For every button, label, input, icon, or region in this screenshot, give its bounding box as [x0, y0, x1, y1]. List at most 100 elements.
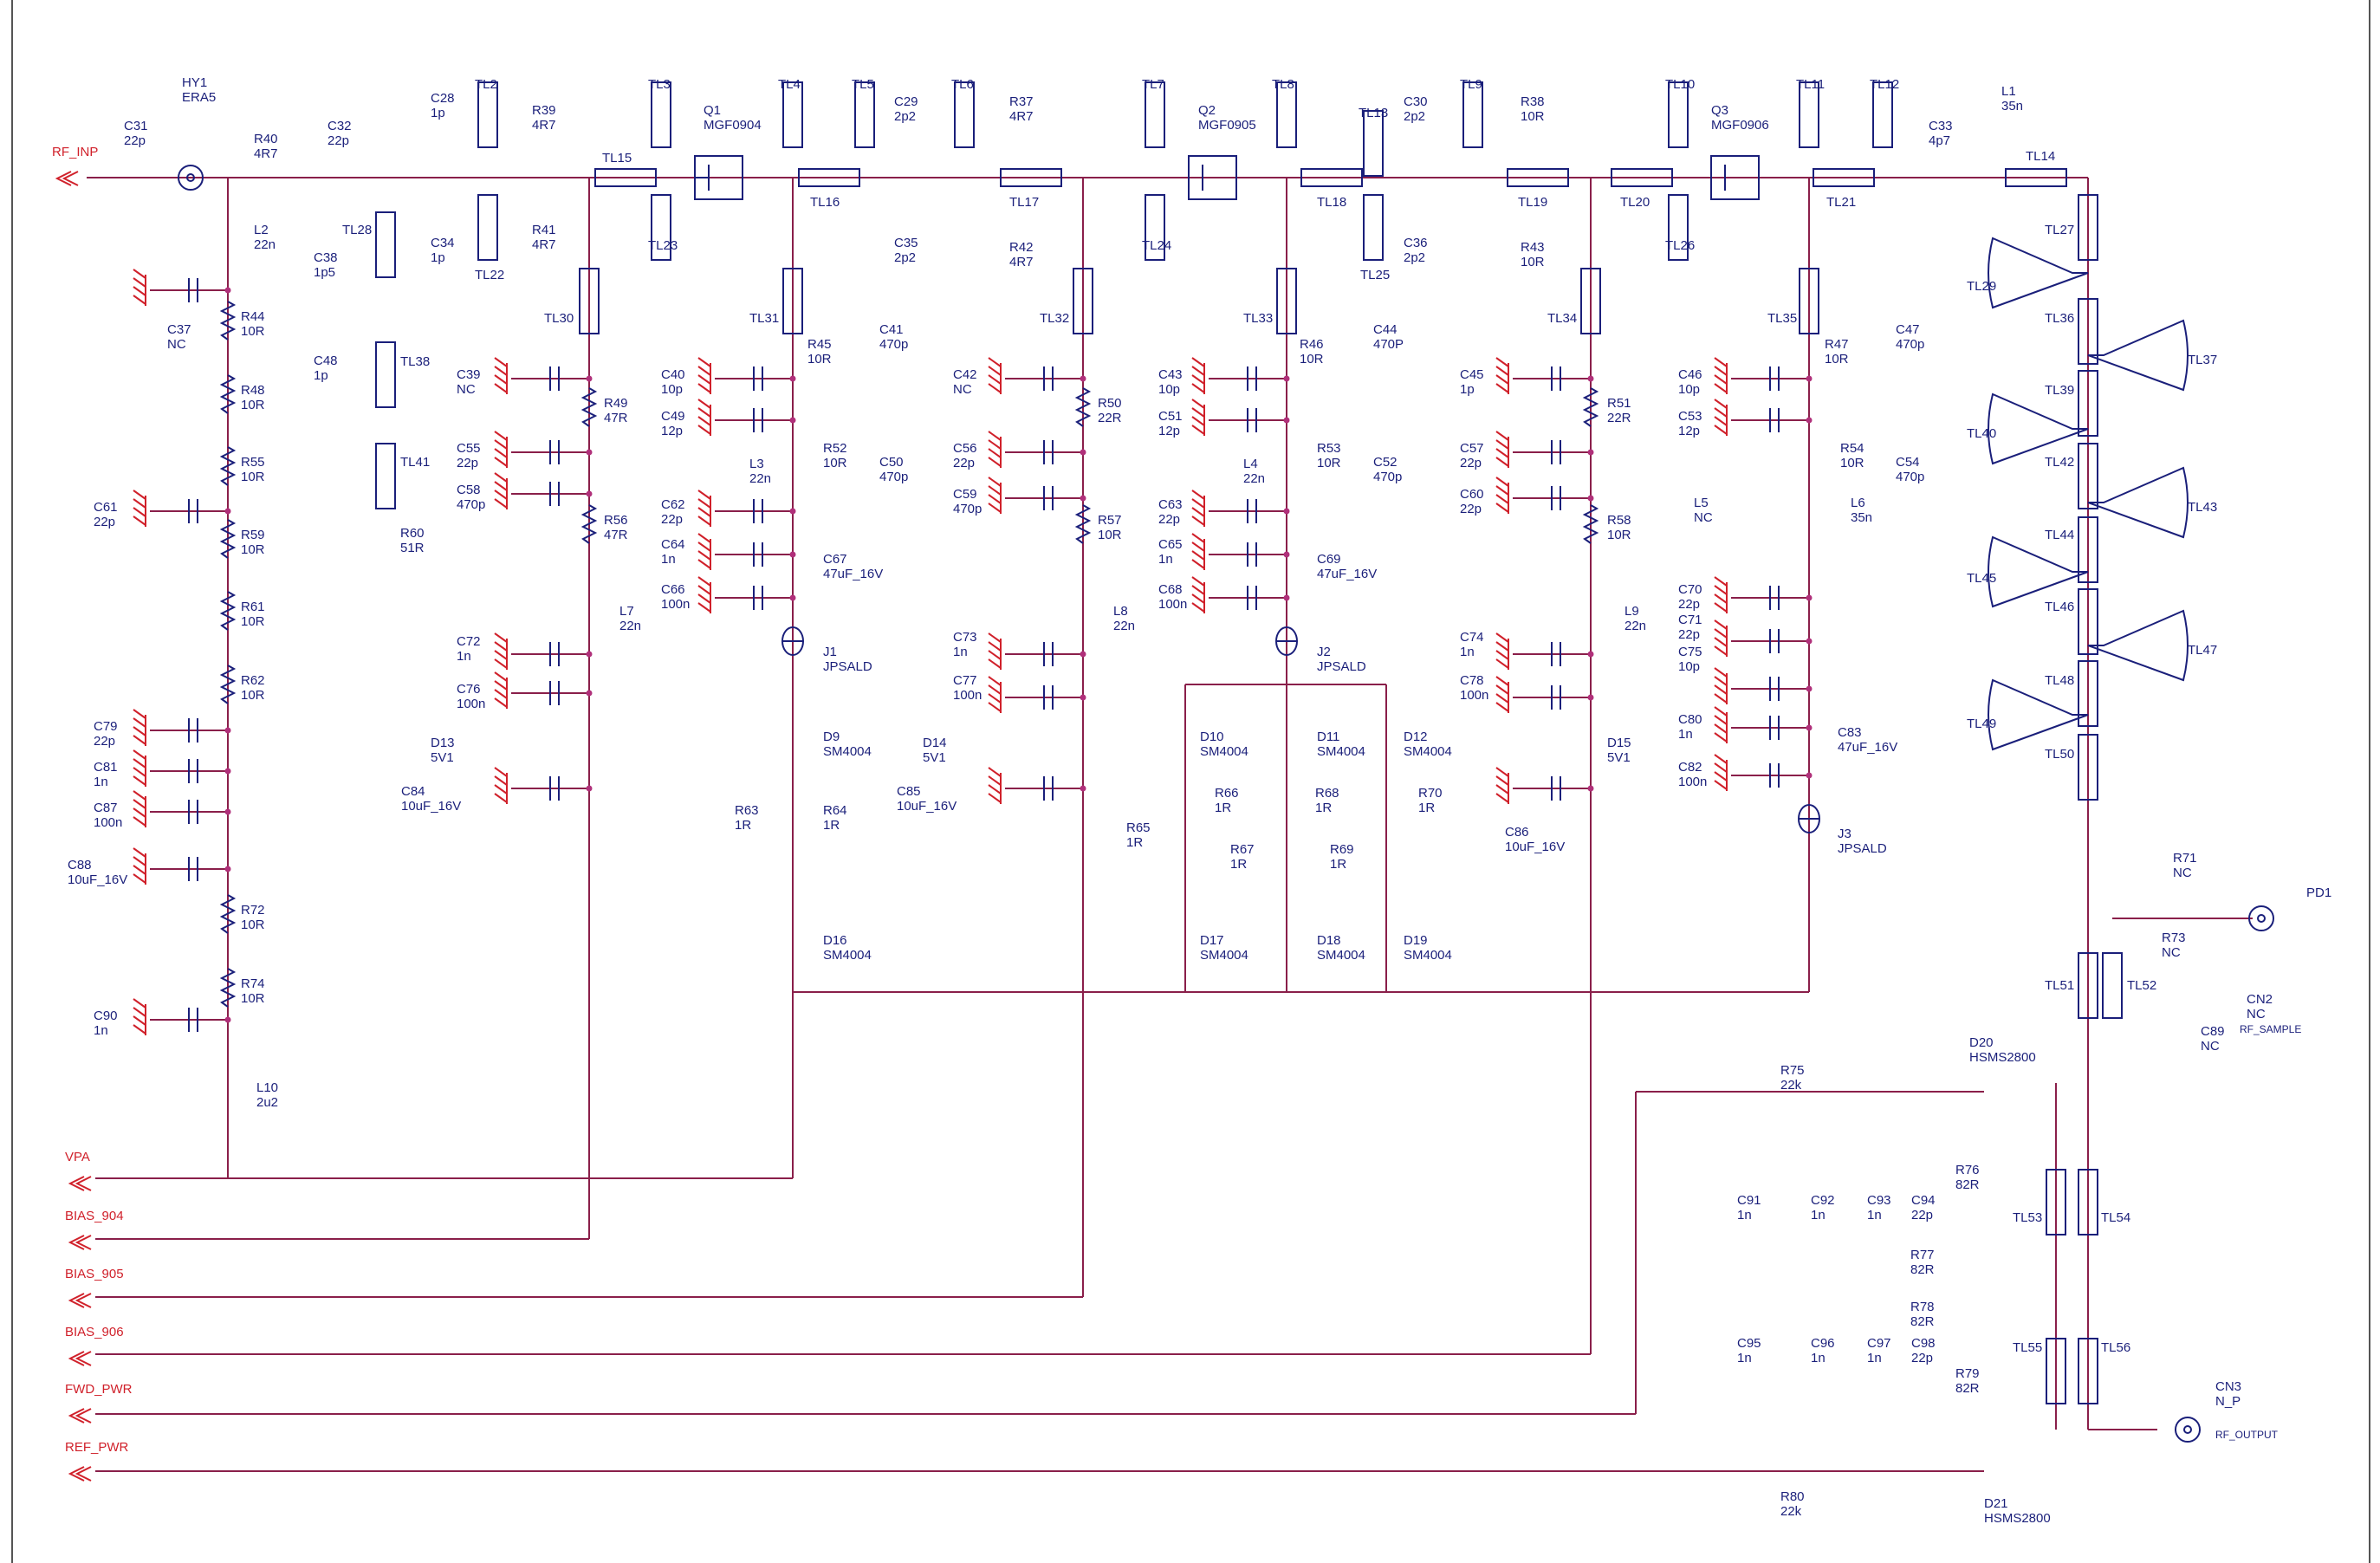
- component-value: 10R: [1317, 456, 1341, 470]
- component-value: 22p: [1460, 456, 1482, 470]
- component-ref: C42: [953, 367, 977, 382]
- component-ref: C58: [457, 483, 481, 497]
- transmission-line-label: TL2: [475, 77, 497, 92]
- component-value: 100n: [661, 597, 690, 612]
- component-value: HSMS2800: [1984, 1511, 2051, 1526]
- component-ref: L3: [749, 457, 764, 471]
- component-value: 100n: [457, 697, 485, 711]
- component-value: 4p7: [1929, 133, 1950, 148]
- ground-icon: [1191, 576, 1205, 613]
- transmission-line-label: TL42: [2045, 455, 2074, 470]
- ground-icon: [494, 632, 508, 670]
- component-value: 1n: [1737, 1351, 1752, 1365]
- component-value: 1p5: [314, 265, 335, 280]
- component-value: SM4004: [823, 948, 872, 963]
- transmission-line-label: TL50: [2045, 747, 2074, 762]
- ground-icon: [133, 847, 146, 885]
- component-ref: R43: [1521, 240, 1545, 255]
- component-ref: R69: [1330, 842, 1354, 857]
- component-ref: D21: [1984, 1496, 2008, 1511]
- ground-icon: [494, 767, 508, 804]
- junction-dot: [586, 449, 593, 456]
- junction-dot: [224, 768, 231, 775]
- transmission-line-label: TL3: [648, 77, 671, 92]
- transmission-line-body: [2078, 516, 2098, 583]
- junction-dot: [586, 690, 593, 697]
- transmission-line-label: TL17: [1009, 195, 1039, 210]
- component-value: 4R7: [532, 118, 556, 133]
- component-ref: C75: [1678, 645, 1702, 659]
- ground-icon: [988, 767, 1002, 804]
- component-ref: C47: [1896, 322, 1920, 337]
- ground-icon: [1714, 576, 1728, 613]
- component-value: 2p2: [1404, 109, 1425, 124]
- junction-dot: [224, 508, 231, 515]
- component-ref: R47: [1825, 337, 1849, 352]
- component-value: 10R: [241, 324, 265, 339]
- component-ref: Q1: [704, 103, 721, 118]
- component-ref: C43: [1158, 367, 1183, 382]
- net-label-rf-sample: RF_SAMPLE: [2240, 1023, 2301, 1035]
- ground-icon: [988, 357, 1002, 394]
- component-value: SM4004: [1404, 744, 1452, 759]
- component-value: 100n: [1460, 688, 1488, 703]
- component-value: 10R: [1607, 528, 1631, 542]
- net-label-rf-inp: RF_INP: [52, 145, 98, 159]
- resistor-glyph: [1074, 387, 1092, 427]
- component-value: NC: [2201, 1039, 2220, 1054]
- component-value: 5V1: [923, 750, 946, 765]
- transmission-line-label: TL47: [2188, 643, 2217, 658]
- q3-transistor-symbol: [1710, 155, 1760, 200]
- component-value: 10R: [241, 614, 265, 629]
- component-value: 4R7: [254, 146, 278, 161]
- ground-icon: [494, 357, 508, 394]
- ground-icon: [133, 790, 146, 827]
- component-ref: R59: [241, 528, 265, 542]
- component-value: 22p: [124, 133, 146, 148]
- component-ref: C46: [1678, 367, 1702, 382]
- component-ref: CN3: [2215, 1379, 2241, 1394]
- transmission-line-body: [1000, 168, 1062, 187]
- component-ref: D17: [1200, 933, 1224, 948]
- component-ref: C54: [1896, 455, 1920, 470]
- component-ref: D16: [823, 933, 847, 948]
- net-port-arrow: [68, 1408, 92, 1424]
- component-ref: C90: [94, 1008, 118, 1023]
- component-ref: R66: [1215, 786, 1239, 801]
- component-value: 10R: [241, 542, 265, 557]
- component-ref: Q2: [1198, 103, 1216, 118]
- component-ref: C71: [1678, 613, 1702, 627]
- component-value: 22k: [1780, 1504, 1802, 1519]
- ground-icon: [697, 533, 711, 570]
- component-ref: R74: [241, 976, 265, 991]
- ground-icon: [988, 632, 1002, 670]
- transmission-line-label: TL30: [544, 311, 574, 326]
- component-ref: C65: [1158, 537, 1183, 552]
- component-ref: R67: [1230, 842, 1255, 857]
- transmission-line-label: TL23: [648, 238, 678, 253]
- component-ref: R57: [1098, 513, 1122, 528]
- transmission-line-label: TL28: [342, 223, 372, 237]
- transmission-line-body: [2046, 1169, 2066, 1235]
- transmission-line-body: [477, 81, 498, 148]
- transmission-line-body: [1580, 268, 1601, 334]
- component-ref: C51: [1158, 409, 1183, 424]
- component-value: 5V1: [431, 750, 454, 765]
- transmission-line-label: TL22: [475, 268, 504, 282]
- component-ref: R39: [532, 103, 556, 118]
- component-value: 470P: [1373, 337, 1404, 352]
- component-value: HSMS2800: [1969, 1050, 2036, 1065]
- component-value: NC: [2162, 945, 2181, 960]
- junction-dot: [586, 490, 593, 497]
- component-value: 22k: [1780, 1078, 1802, 1093]
- hy1-coax-symbol: [178, 165, 204, 191]
- component-value: 10R: [241, 470, 265, 484]
- component-ref: C40: [661, 367, 685, 382]
- junction-dot: [1806, 724, 1813, 731]
- component-ref: C44: [1373, 322, 1398, 337]
- component-ref: C61: [94, 500, 118, 515]
- junction-dot: [224, 866, 231, 872]
- component-ref: C37: [167, 322, 191, 337]
- transmission-line-label: TL9: [1460, 77, 1482, 92]
